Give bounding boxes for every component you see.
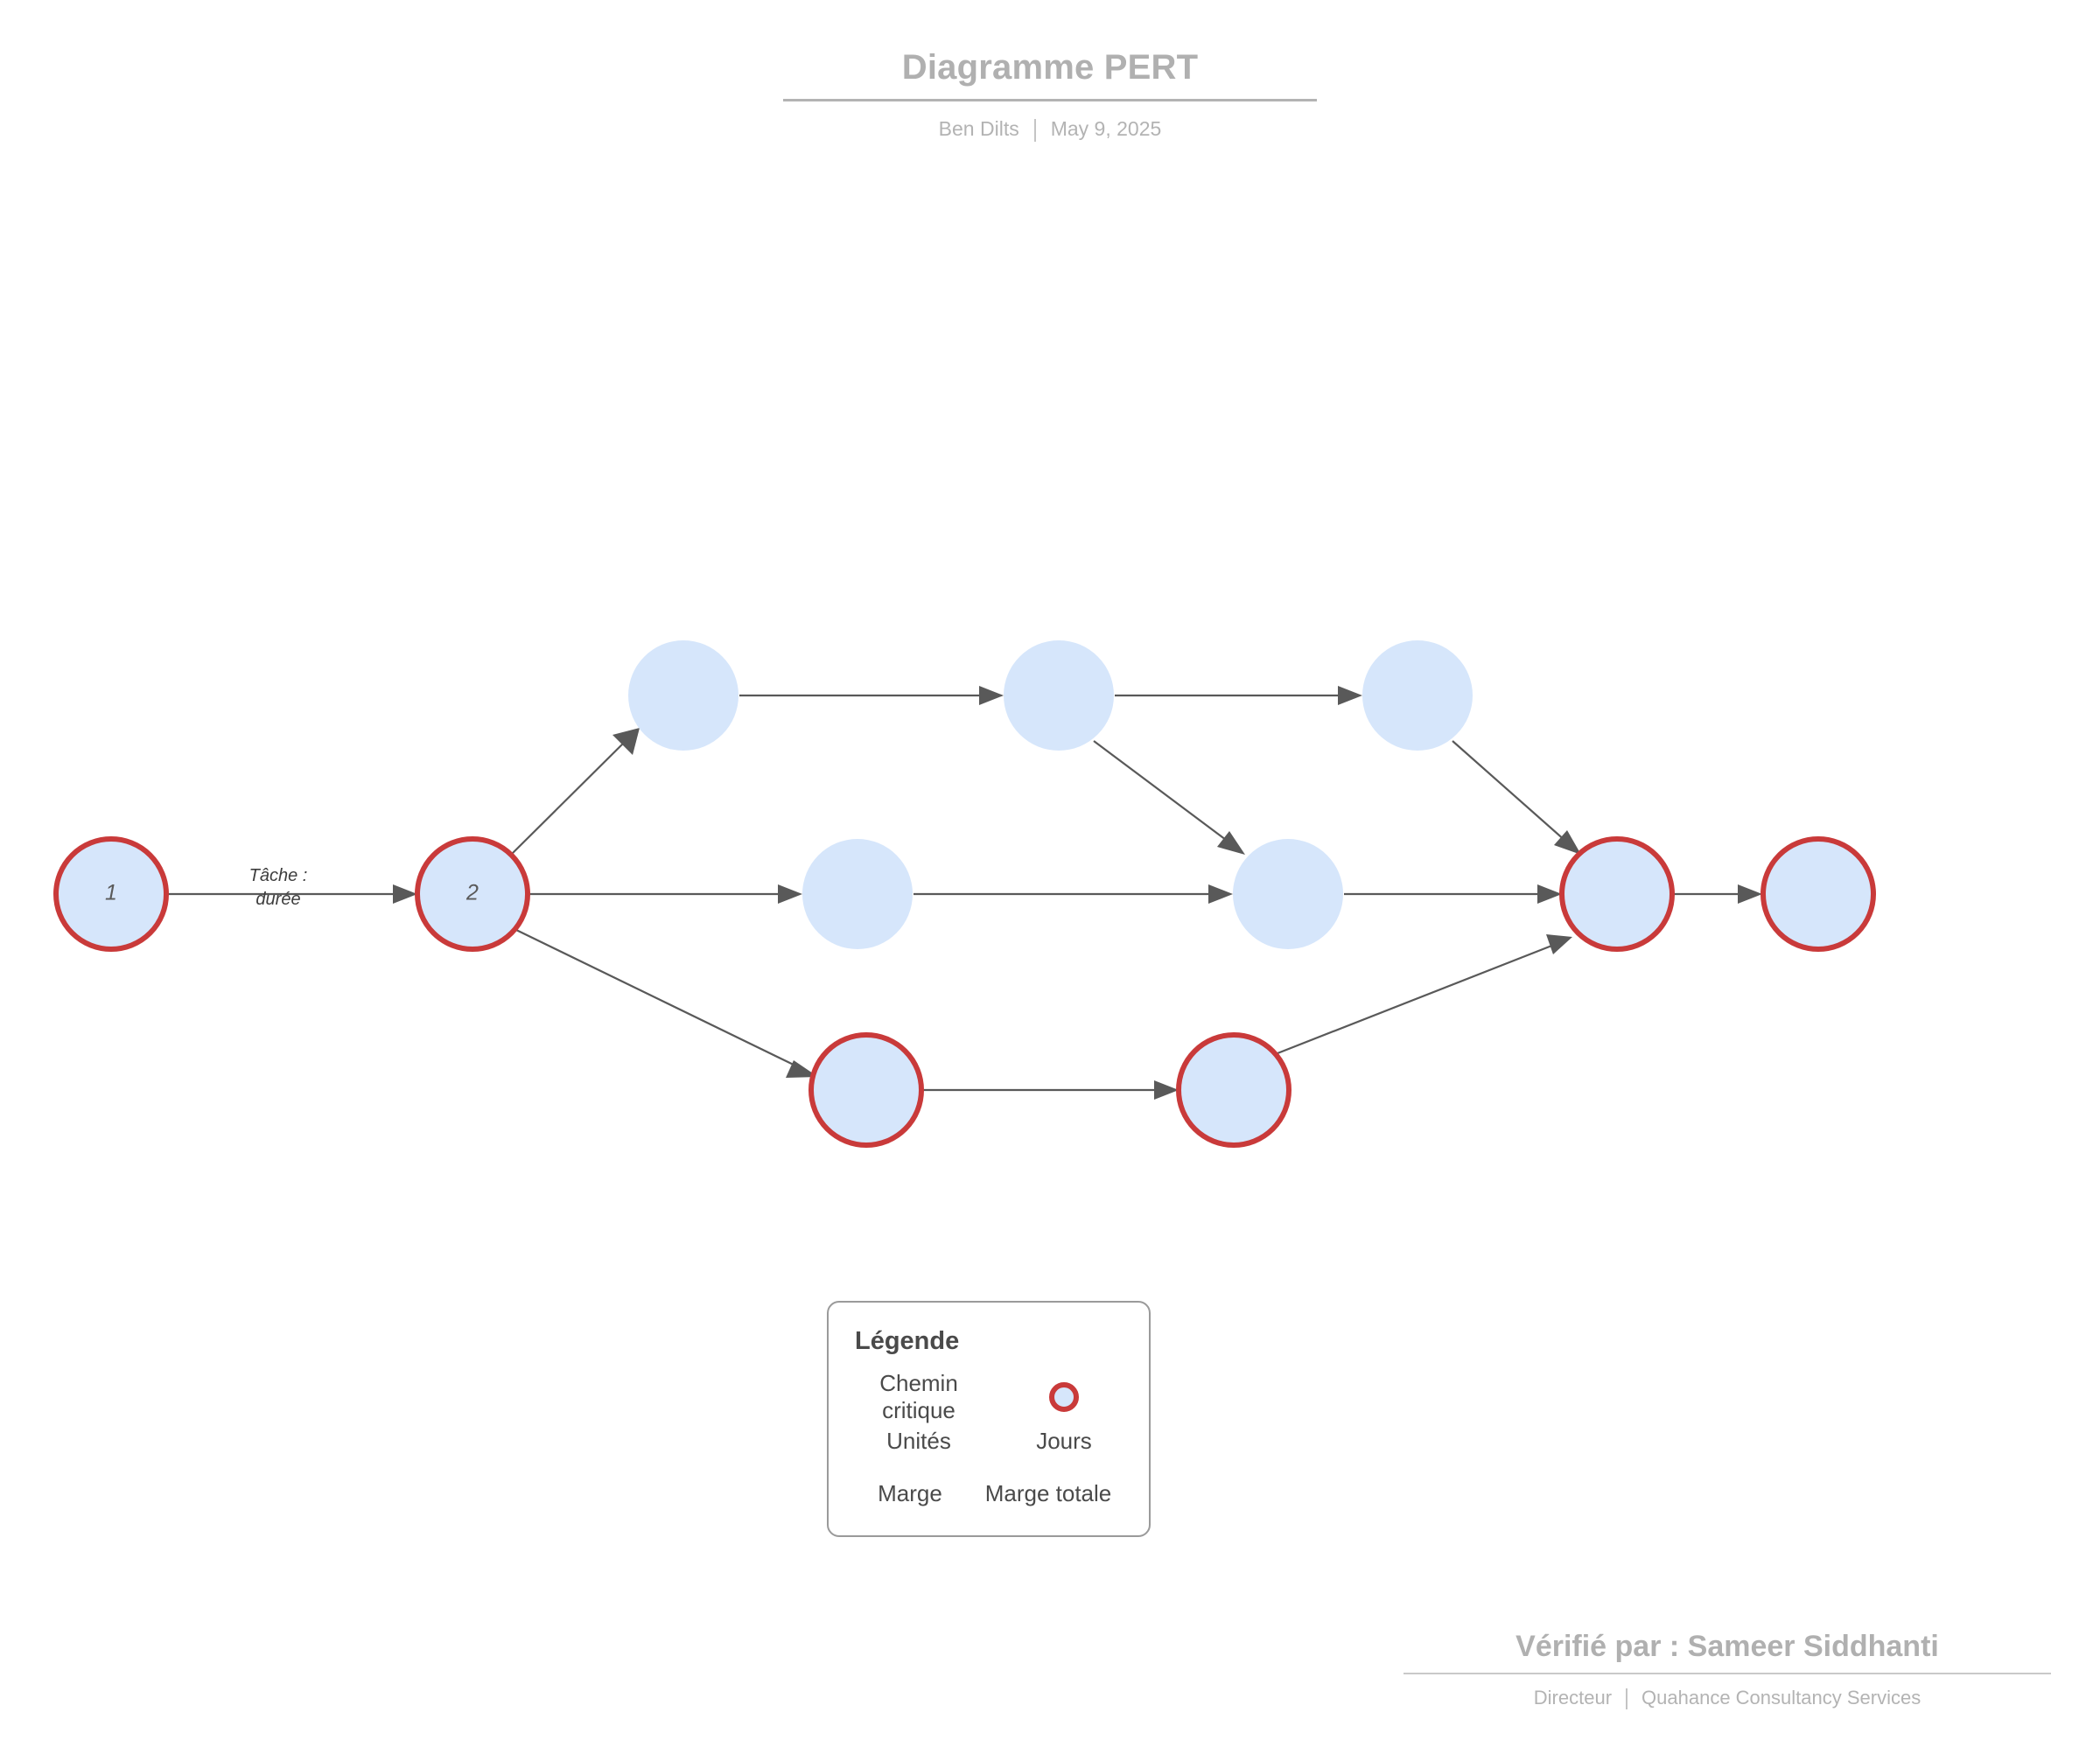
legend-row-units: Unités Jours: [853, 1428, 1130, 1455]
legend-units-value: Jours: [1036, 1428, 1092, 1454]
edge-n7-n8: [1344, 884, 1562, 904]
legend-panel: Légende Chemin critique Unités Jours Mar…: [827, 1301, 1151, 1537]
edge-label-line2: durée: [256, 890, 300, 909]
footer-subtitle: Directeur Quahance Consultancy Services: [1404, 1687, 2051, 1710]
edge-n10-n11: [922, 1080, 1179, 1100]
edge-n8-n9: [1673, 884, 1762, 904]
legend-critical-path-label: Chemin critique: [853, 1370, 984, 1423]
legend-critical-path-label-line2: critique: [882, 1396, 956, 1423]
subtitle-separator: [1033, 118, 1036, 142]
page-title: Diagramme PERT: [901, 48, 1199, 87]
verified-by-title: Vérifié par : Sameer Siddhanti: [1516, 1630, 1939, 1663]
verifier-role: Directeur: [1533, 1687, 1613, 1709]
edge-n2-n3: [510, 728, 640, 856]
legend-slack-label: Marge: [878, 1480, 942, 1507]
edge-n4-n7: [1093, 740, 1245, 855]
edge-n2-n6: [528, 884, 802, 904]
pert-node-6[interactable]: [802, 839, 913, 949]
critical-path-circle-icon: [1049, 1381, 1079, 1412]
title-underline-divider: [783, 99, 1317, 101]
document-header: Diagramme PERT Ben Dilts May 9, 2025: [0, 48, 2100, 142]
pert-node-1[interactable]: [53, 836, 169, 952]
footer-divider: [1404, 1673, 2051, 1675]
pert-node-3[interactable]: [628, 640, 738, 751]
edge-n3-n4: [739, 686, 1004, 705]
pert-node-1-label: 1: [105, 881, 117, 905]
legend-row-critical-path: Chemin critique: [853, 1370, 1130, 1423]
pert-node-10[interactable]: [808, 1032, 924, 1148]
edge-label-line1: Tâche :: [249, 866, 308, 885]
pert-node-7[interactable]: [1233, 839, 1343, 949]
edge-n2-n10: [515, 929, 818, 1078]
pert-node-5[interactable]: [1362, 640, 1473, 751]
pert-node-8[interactable]: [1559, 836, 1675, 952]
edge-n5-n8: [1452, 740, 1581, 855]
footer-separator: [1626, 1688, 1628, 1710]
pert-node-2[interactable]: [415, 836, 530, 952]
edge-n1-n2: [166, 884, 417, 904]
author-name: Ben Dilts: [938, 117, 1019, 140]
legend-swatch-wrapper: [998, 1381, 1130, 1412]
legend-title: Légende: [855, 1327, 960, 1355]
legend-critical-path-label-line1: Chemin: [879, 1370, 958, 1396]
pert-node-2-label: 2: [466, 881, 479, 905]
legend-slack-value: Marge totale: [984, 1480, 1112, 1506]
pert-node-4[interactable]: [1004, 640, 1114, 751]
legend-units-label: Unités: [886, 1428, 951, 1455]
verifier-company: Quahance Consultancy Services: [1642, 1687, 1922, 1709]
edge-n11-n8: [1277, 934, 1572, 1055]
legend-row-slack: Marge Marge totale: [853, 1480, 1130, 1507]
pert-node-11[interactable]: [1176, 1032, 1292, 1148]
document-subtitle: Ben Dilts May 9, 2025: [0, 117, 2100, 142]
pert-node-9[interactable]: [1760, 836, 1876, 952]
edge-n4-n5: [1115, 686, 1362, 705]
document-footer: Vérifié par : Sameer Siddhanti Directeur…: [1404, 1630, 2051, 1710]
edge-n6-n7: [914, 884, 1233, 904]
document-date: May 9, 2025: [1050, 117, 1162, 140]
